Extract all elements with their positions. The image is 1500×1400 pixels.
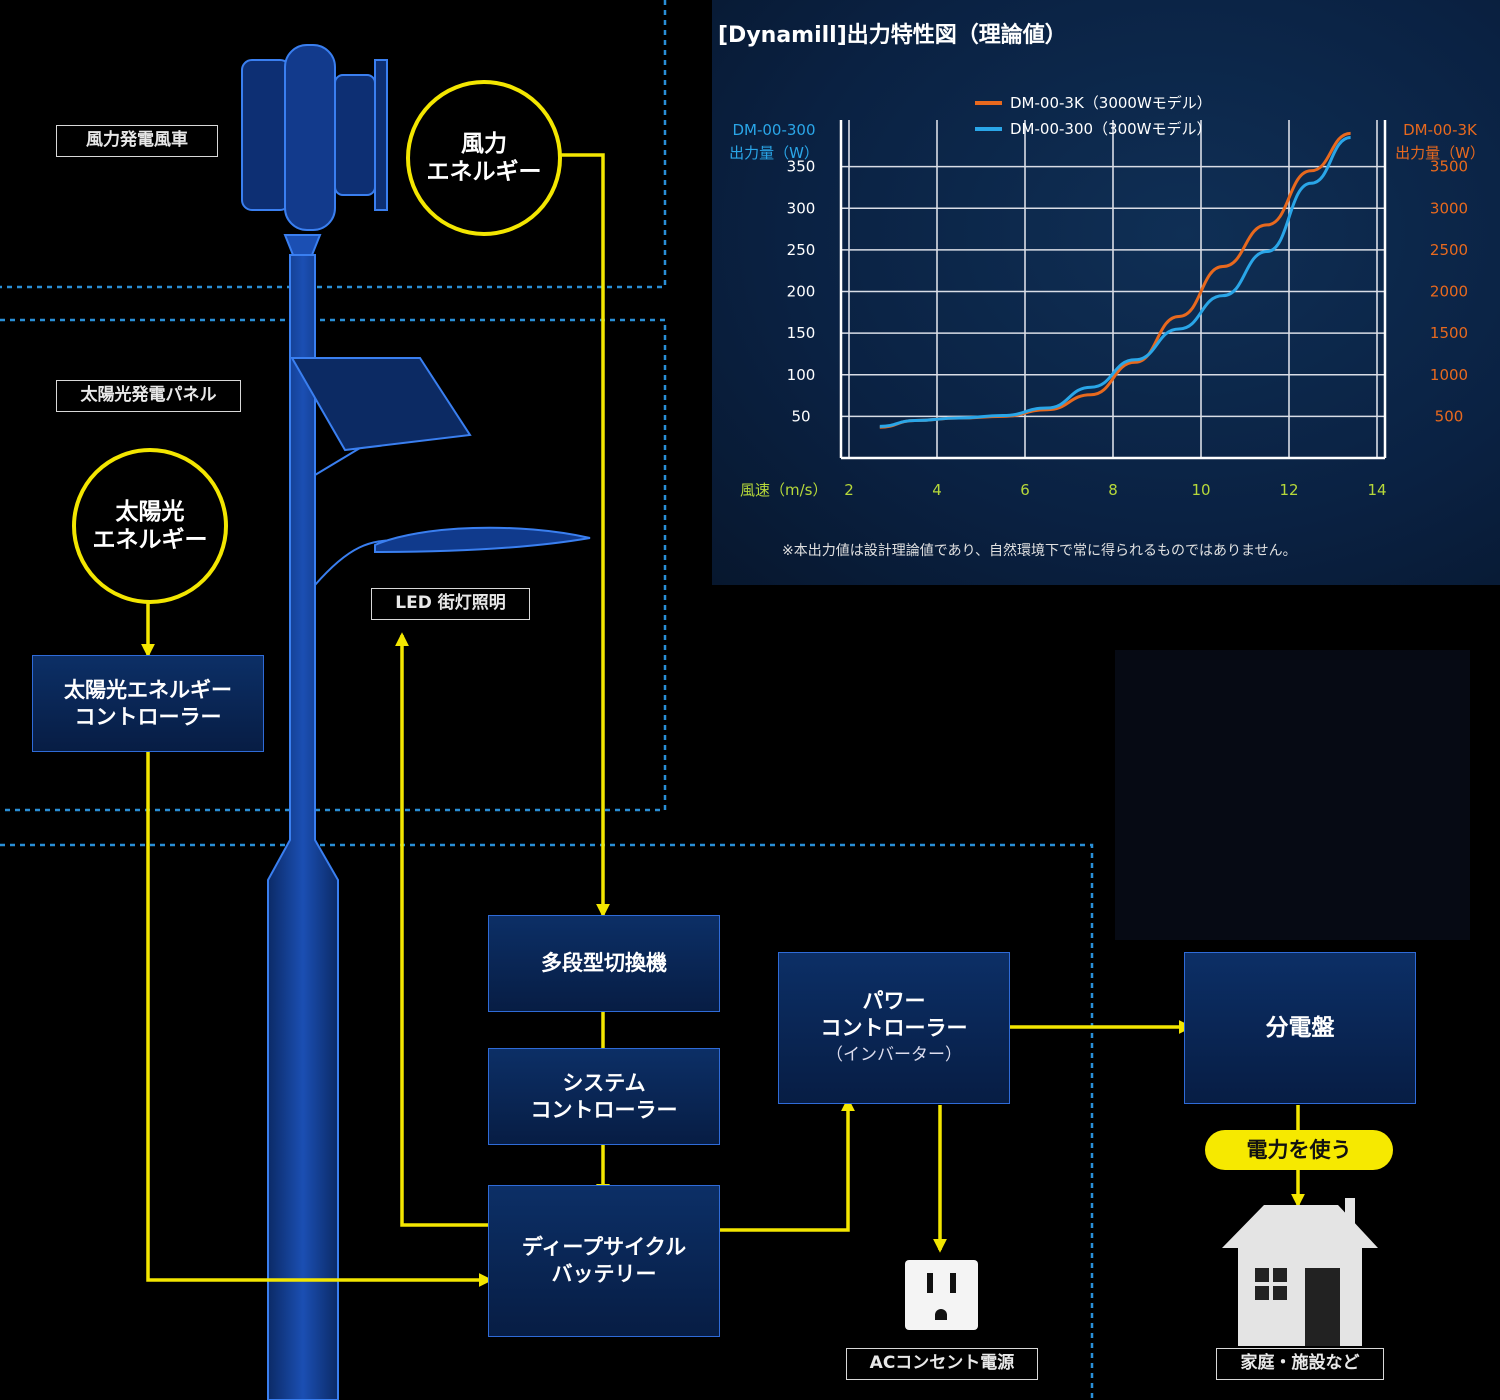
y-left-tick-label: 50 [791, 407, 810, 425]
deep-cycle-battery-box: ディープサイクル バッテリー [488, 1185, 720, 1337]
battery-line1: ディープサイクル [521, 1235, 687, 1259]
chart-title: [Dynamill]出力特性図（理論値） [718, 22, 1067, 48]
power-controller-line1: パワー [862, 988, 926, 1013]
solar-panel-label: 太陽光発電パネル [56, 380, 241, 412]
x-tick-label: 8 [1108, 481, 1118, 499]
output-characteristic-chart: [Dynamill]出力特性図（理論値） 2 4 6 8 10 12 14 50 500 100 1… [712, 0, 1500, 585]
solar-energy-circle: 太陽光 エネルギー [72, 448, 228, 604]
x-tick-label: 6 [1020, 481, 1030, 499]
chart-series [879, 131, 1351, 429]
wind-turbine-label: 風力発電風車 [56, 125, 218, 157]
chart-grid [841, 120, 1385, 458]
home-label: 家庭・施設など [1216, 1348, 1384, 1380]
chart-footnote: ※本出力値は設計理論値であり、自然環境下で常に得られるものではありません。 [782, 542, 1297, 559]
power-controller-line2: コントローラー [820, 1015, 968, 1040]
x-axis-label: 風速（m/s） [740, 481, 827, 499]
led-light-label: LED 街灯照明 [371, 588, 530, 620]
solar-controller-line1: 太陽光エネルギー [64, 677, 232, 702]
multi-stage-switcher-box: 多段型切換機 [488, 915, 720, 1012]
legend-label: DM-00-3K（3000Wモデル） [1010, 94, 1212, 112]
use-power-badge: 電力を使う [1205, 1130, 1393, 1170]
street-pole-illustration [241, 44, 591, 1400]
y-right-label-line2: 出力量（W） [1395, 144, 1485, 162]
x-tick-label: 4 [932, 481, 942, 499]
house-icon [1222, 1198, 1378, 1346]
series-line-dm-00-3k [879, 131, 1351, 429]
solar-controller-line2: コントローラー [74, 704, 222, 729]
system-controller-line1: システム [562, 1070, 646, 1095]
y-left-label-line2: 出力量（W） [729, 144, 819, 162]
chart-axes [839, 120, 1387, 460]
y-right-tick-label: 3500 [1430, 158, 1468, 176]
y-left-tick-label: 100 [787, 366, 816, 384]
chart-svg: [Dynamill]出力特性図（理論値） 2 4 6 8 10 12 14 50 500 100 1… [718, 22, 1485, 559]
x-tick-label: 14 [1367, 481, 1386, 499]
x-tick-label: 12 [1279, 481, 1298, 499]
legend-label: DM-00-300（300Wモデル） [1010, 120, 1212, 138]
system-controller-box: システム コントローラー [488, 1048, 720, 1145]
ac-outlet-label: ACコンセント電源 [846, 1348, 1038, 1380]
y-left-label-line1: DM-00-300 [732, 121, 815, 139]
battery-line2: バッテリー [551, 1262, 657, 1286]
chart-legend: DM-00-3K（3000Wモデル） DM-00-300（300Wモデル） [975, 94, 1212, 138]
y-left-tick-label: 300 [787, 199, 816, 217]
solar-energy-line1: 太陽光 [115, 499, 185, 525]
region-borders [0, 0, 1094, 1400]
series-line-dm-00-300 [879, 135, 1351, 428]
power-controller-sub: （インバーター） [826, 1044, 962, 1065]
y-right-tick-label: 3000 [1430, 199, 1468, 217]
y-right-tick-label: 2000 [1430, 283, 1468, 301]
y-left-tick-label: 200 [787, 283, 816, 301]
x-tick-label: 10 [1191, 481, 1210, 499]
ac-outlet-icon [905, 1260, 978, 1330]
wind-energy-line2: エネルギー [426, 159, 542, 185]
solar-energy-line2: エネルギー [92, 527, 208, 553]
y-right-tick-label: 1500 [1430, 324, 1468, 342]
wind-energy-line1: 風力 [461, 131, 507, 157]
distribution-board-box: 分電盤 [1184, 952, 1416, 1104]
y-left-tick-label: 150 [787, 324, 816, 342]
y-left-tick-label: 350 [787, 158, 816, 176]
system-controller-line2: コントローラー [530, 1097, 678, 1122]
y-right-tick-label: 1000 [1430, 366, 1468, 384]
y-right-tick-label: 500 [1435, 407, 1464, 425]
wind-energy-circle: 風力 エネルギー [406, 80, 562, 236]
chart-ticks: 2 4 6 8 10 12 14 50 500 100 1000 150 1500 200 2000 250 2… [787, 158, 1468, 499]
solar-energy-controller-box: 太陽光エネルギー コントローラー [32, 655, 264, 752]
power-controller-box: パワー コントローラー （インバーター） [778, 952, 1010, 1104]
y-right-label-line1: DM-00-3K [1403, 121, 1478, 139]
y-left-tick-label: 250 [787, 241, 816, 259]
y-right-tick-label: 2500 [1430, 241, 1468, 259]
x-tick-label: 2 [844, 481, 854, 499]
